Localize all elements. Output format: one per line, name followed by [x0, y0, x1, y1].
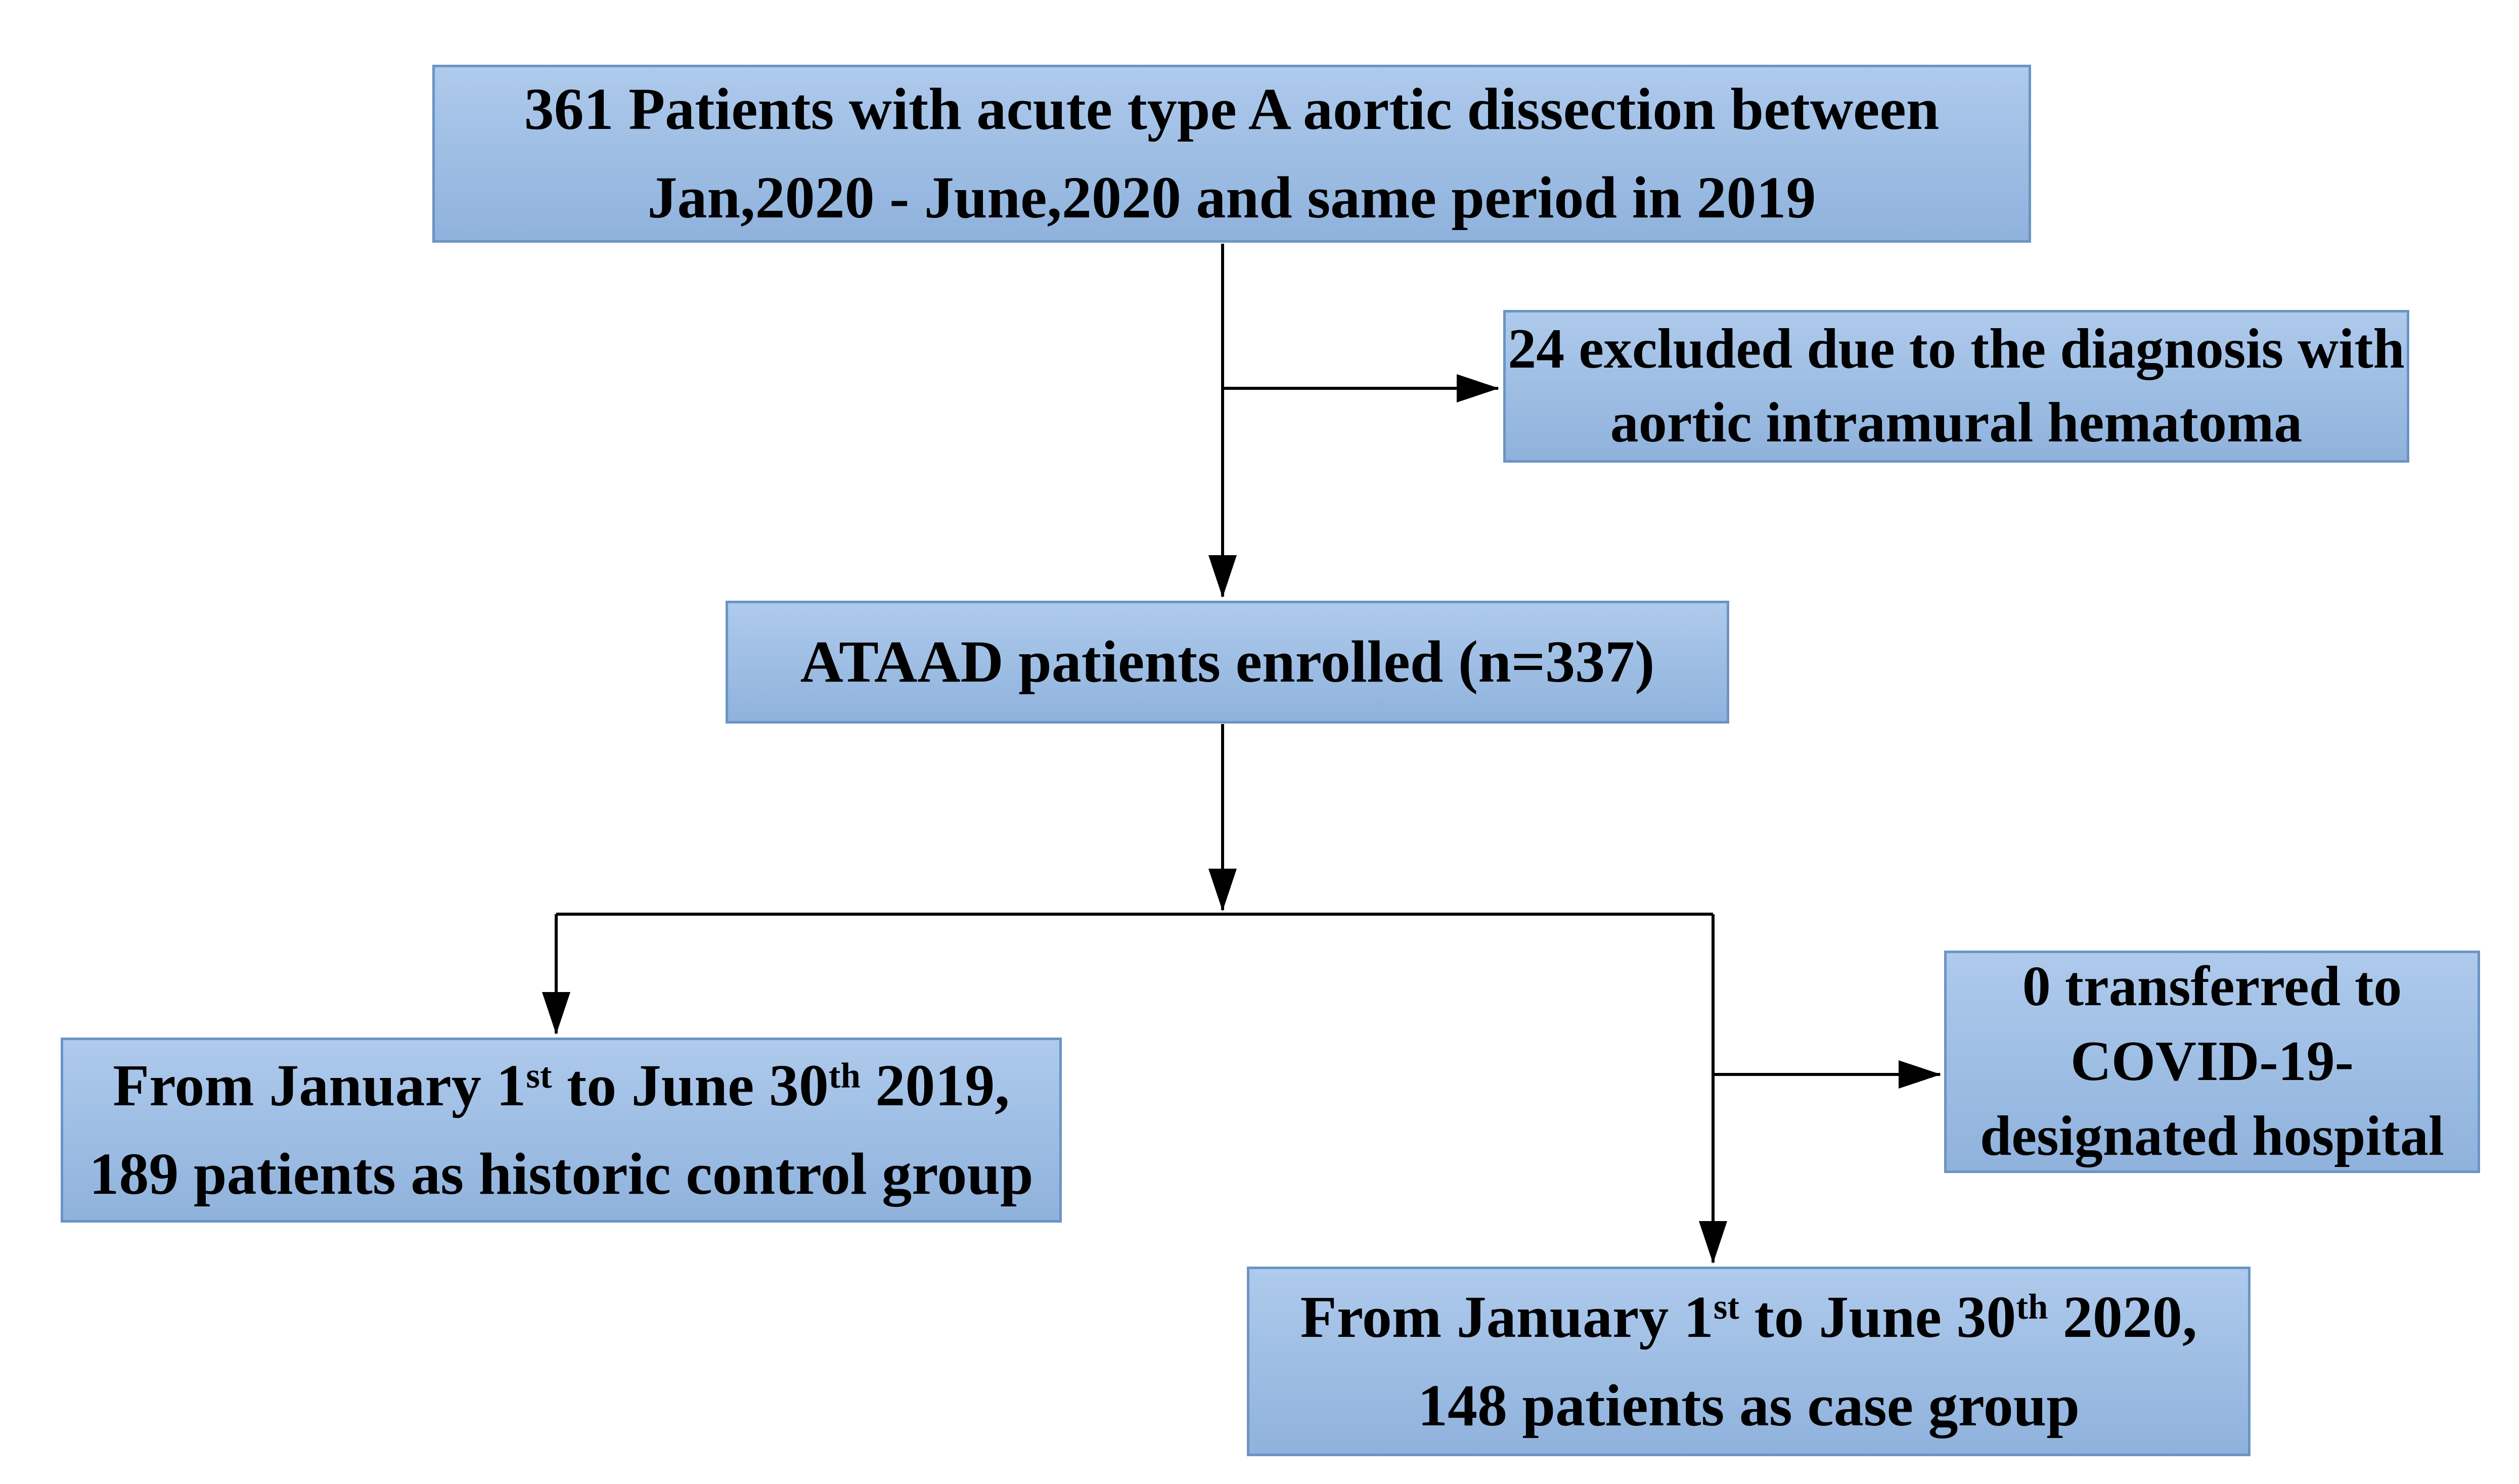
text-segment: From January 1	[1300, 1283, 1714, 1350]
text-segment: aortic intramural hematoma	[1610, 391, 2303, 454]
ordinal-superscript: st	[526, 1056, 552, 1096]
box-case-group: From January 1st to June 30th 2020, 148 p…	[1247, 1267, 2251, 1456]
text-segment: COVID-19-	[2071, 1030, 2354, 1093]
text-line: From January 1st to June 30th 2020,	[1300, 1273, 2197, 1362]
box-enrolled-patients: ATAAD patients enrolled (n=337)	[726, 601, 1729, 724]
text-segment: 0 transferred to	[2022, 955, 2402, 1018]
text-line: 24 excluded due to the diagnosis with	[1508, 312, 2405, 386]
text-line: From January 1st to June 30th 2019,	[113, 1042, 1010, 1130]
text-segment: 2019,	[860, 1052, 1010, 1119]
text-line: 189 patients as historic control group	[89, 1130, 1033, 1219]
box-historic-control-group: From January 1st to June 30th 2019, 189 p…	[61, 1038, 1062, 1223]
ordinal-superscript: th	[2016, 1287, 2048, 1327]
text-segment: 24 excluded due to the diagnosis with	[1508, 318, 2405, 381]
box-total-patients: 361 Patients with acute type A aortic di…	[432, 65, 2031, 243]
text-line: 361 Patients with acute type A aortic di…	[524, 65, 1940, 154]
text-segment: to June 30	[552, 1052, 829, 1119]
text-segment: 2020,	[2048, 1283, 2197, 1350]
text-line: Jan,2020 - June,2020 and same period in …	[647, 154, 1816, 242]
text-segment: designated hospital	[1980, 1104, 2444, 1167]
ordinal-superscript: st	[1713, 1287, 1739, 1327]
text-segment: to June 30	[1739, 1283, 2016, 1350]
text-segment: 189 patients as historic control group	[89, 1141, 1033, 1207]
text-segment: 148 patients as case group	[1417, 1372, 2080, 1438]
box-transferred-covid-hospital: 0 transferred to COVID-19- designated hosp…	[1944, 951, 2480, 1173]
text-line: aortic intramural hematoma	[1610, 386, 2303, 460]
text-line: designated hospital	[1980, 1099, 2444, 1174]
text-segment: ATAAD patients enrolled (n=337)	[800, 628, 1655, 695]
text-line: 0 transferred to	[2022, 950, 2402, 1024]
ordinal-superscript: th	[828, 1056, 861, 1096]
text-line: ATAAD patients enrolled (n=337)	[800, 618, 1655, 706]
box-excluded-hematoma: 24 excluded due to the diagnosis with aor…	[1503, 310, 2409, 463]
text-line: COVID-19-	[2071, 1024, 2354, 1099]
text-segment: Jan,2020 - June,2020 and same period in …	[647, 164, 1816, 231]
text-segment: From January 1	[113, 1052, 526, 1119]
text-segment: 361 Patients with acute type A aortic di…	[524, 76, 1940, 143]
text-line: 148 patients as case group	[1418, 1362, 2080, 1450]
